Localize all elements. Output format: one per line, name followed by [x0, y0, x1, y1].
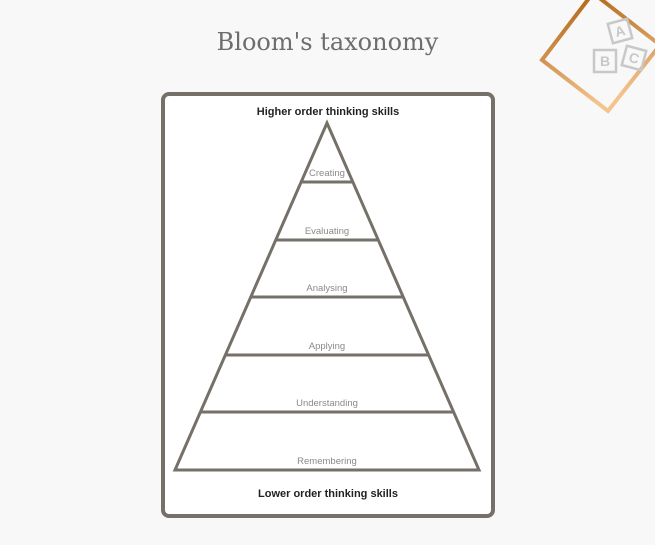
- level-label-evaluating: Evaluating: [305, 226, 349, 237]
- logo-diamond-frame: [539, 0, 655, 114]
- svg-text:B: B: [600, 53, 610, 69]
- block-c-icon: C: [620, 44, 648, 72]
- abc-blocks-logo: A B C: [539, 0, 655, 114]
- block-b-icon: B: [592, 48, 618, 74]
- level-label-creating: Creating: [309, 168, 345, 179]
- block-a-icon: A: [606, 17, 634, 45]
- svg-text:C: C: [627, 49, 641, 67]
- level-label-understanding: Understanding: [296, 398, 358, 409]
- page-title: Bloom's taxonomy: [216, 28, 439, 56]
- lower-order-label: Lower order thinking skills: [258, 488, 398, 500]
- diagram-frame: [161, 92, 495, 518]
- level-label-remembering: Remembering: [297, 456, 357, 467]
- level-label-analysing: Analysing: [306, 283, 347, 294]
- level-label-applying: Applying: [309, 341, 345, 352]
- svg-text:A: A: [613, 22, 627, 40]
- higher-order-label: Higher order thinking skills: [256, 106, 400, 118]
